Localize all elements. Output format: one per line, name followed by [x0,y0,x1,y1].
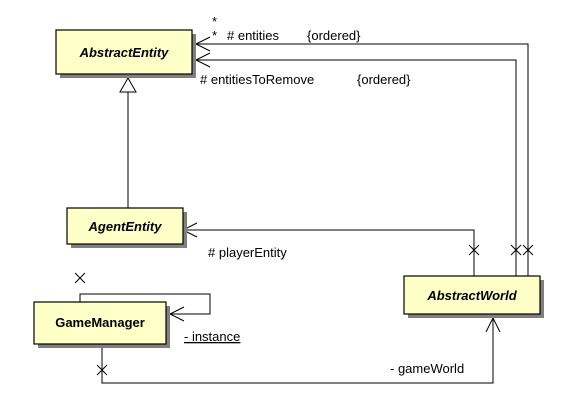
class-name-game-manager: GameManager [55,315,145,330]
class-name-agent-entity: AgentEntity [88,219,163,234]
role-entities-to-remove: # entitiesToRemove [200,72,314,87]
multiplicity-entities: * [212,14,217,29]
constraint-entities: {ordered} [307,28,361,43]
class-game-manager[interactable]: GameManager [33,301,170,348]
class-name-abstract-world: AbstractWorld [426,288,517,303]
role-instance: - instance [184,329,240,344]
role-player-entity: # playerEntity [208,245,287,260]
inheritance-triangle-icon [119,76,137,93]
navigability-x-player-entity-icon [468,244,480,256]
class-agent-entity[interactable]: AgentEntity [66,207,187,248]
role-entities: # entities [227,28,280,43]
class-abstract-entity[interactable]: AbstractEntity [55,29,196,78]
class-name-abstract-entity: AbstractEntity [79,45,170,60]
navigability-x-entities-icon [522,244,534,256]
constraint-entities-to-remove: {ordered} [357,72,411,87]
navigability-x-game-world-icon [96,364,108,376]
multiplicity-entities-to-remove: * [212,28,217,43]
navigability-x-entities-to-remove-icon [510,244,522,256]
role-game-world: - gameWorld [390,361,464,376]
generalization-agent-to-abstract-entity [119,76,137,208]
navigability-x-instance-icon [74,272,86,284]
class-abstract-world[interactable]: AbstractWorld [403,275,544,318]
association-game-world [96,316,501,384]
association-player-entity [181,222,480,276]
